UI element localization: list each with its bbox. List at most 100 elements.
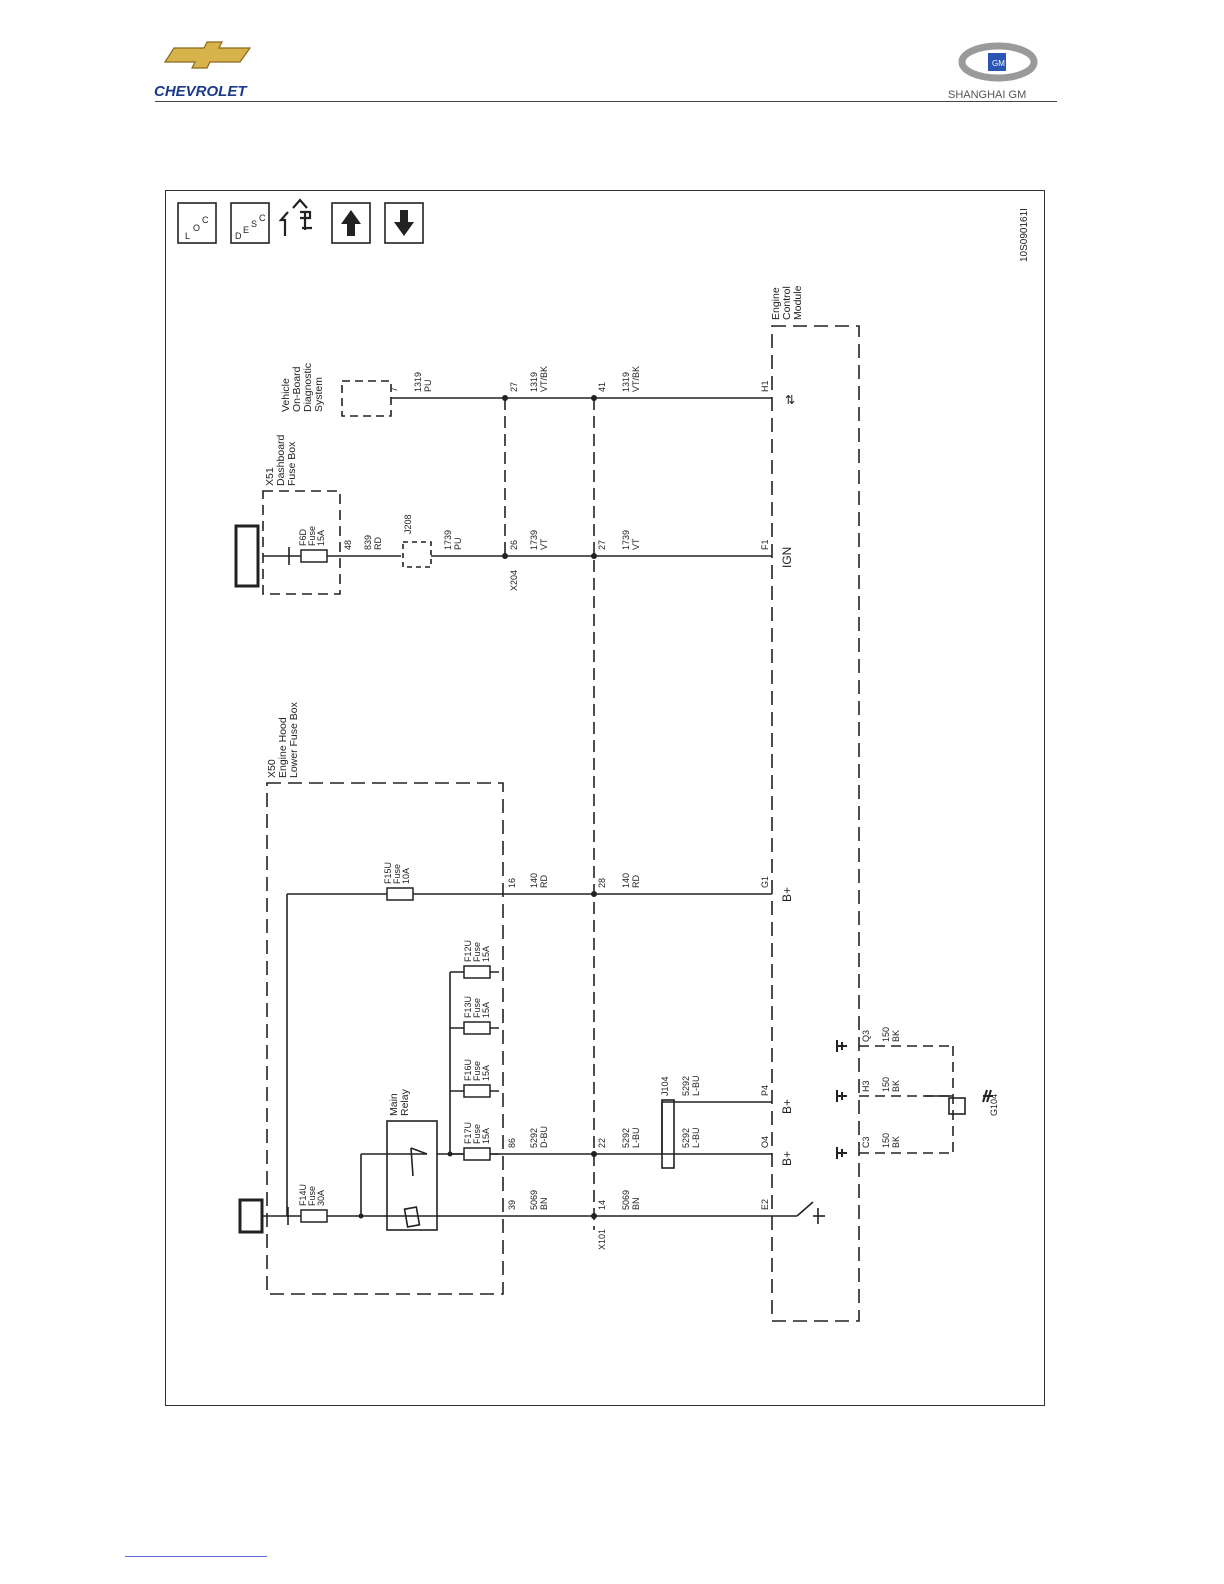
fuse-f17u[interactable] [463,1147,491,1161]
pin-e2: E2 [760,1199,770,1210]
x50-fuse-box-outline [266,782,504,1295]
pin-7: 7 [389,387,399,392]
shanghai-gm-wordmark: SHANGHAI GM [948,89,1026,101]
fuse-f16u[interactable] [463,1084,491,1098]
x51-fuse-box-outline [262,490,341,595]
wire-150-c3: 150BK [881,1133,901,1148]
pin-o4: O4 [760,1136,770,1148]
wire-5292-x50: 5292D-BU [529,1126,549,1148]
x204-label: X204 [509,570,519,591]
diagram-frame [165,190,1045,1406]
j104-label: J104 [660,1076,670,1096]
desc-letter-c: C [259,213,266,223]
desc-icon[interactable] [230,202,270,244]
wire-5292-ecm-a: 5292L-BU [621,1127,641,1148]
chevrolet-logo: CHEVROLET [154,41,252,100]
g104-ground-block [948,1097,966,1115]
arrow-up-glyph [341,210,361,236]
wire-1319-vtbk-a: 1319VT/BK [529,366,549,392]
main-relay-body [386,1120,438,1231]
desc-letter-e: E [243,225,249,235]
wire-1739-vt-b: 1739VT [621,530,641,550]
j208-splice [402,541,432,568]
pin-14: 14 [597,1200,607,1210]
main-relay-label: MainRelay [388,1088,411,1116]
fuse-f12u[interactable] [463,965,491,979]
fuse-f6d[interactable] [300,549,328,563]
loc-letter-o: O [193,223,200,233]
fuse-f14u-label: F14UFuse30A [298,1184,326,1206]
pin-86: 86 [507,1138,517,1148]
wire-5292-ecm-c: 5292L-BU [681,1075,701,1096]
wire-5069-ecm: 5069BN [621,1190,641,1210]
j104-splice [661,1099,675,1169]
fuse-f15u-label: F15UFuse10A [383,862,411,884]
pin-26: 26 [509,540,519,550]
h1-bidirectional-arrows: ⇅ [785,393,795,407]
fuse-f13u[interactable] [463,1021,491,1035]
pin-h3: H3 [861,1080,871,1092]
bplus-label: B+ [243,1209,258,1226]
wire-140-x50: 140RD [529,873,549,888]
bplus-source [238,1198,264,1234]
wire-839: 839RD [363,535,383,550]
x101-label: X101 [597,1229,607,1250]
wrench-arrows-icon[interactable] [278,198,312,236]
fuse-f12u-label: F12UFuse15A [463,940,491,962]
fuse-f17u-label: F17UFuse15A [463,1122,491,1144]
gm-badge-text: GM [992,59,1005,68]
wire-1319-pu: 1319PU [413,372,433,392]
pin-28: 28 [597,878,607,888]
loc-letter-c: C [202,215,209,225]
pin-27-x101: 27 [597,540,607,550]
ecm-o4-function: B+ [780,1151,794,1166]
pin-c3: C3 [861,1136,871,1148]
pin-22: 22 [597,1138,607,1148]
fuse-f15u[interactable] [386,887,414,901]
desc-letter-d: D [235,231,242,241]
pin-p4: P4 [760,1085,770,1096]
pin-h1: H1 [760,380,770,392]
ecm-outline [771,325,860,1322]
fuse-f13u-label: F13UFuse15A [463,996,491,1018]
fuse-f16u-label: F16UFuse15A [463,1059,491,1081]
wire-1319-vtbk-b: 1319VT/BK [621,366,641,392]
ecm-p4-function: B+ [780,1099,794,1114]
pin-16: 16 [507,878,517,888]
x50-label: X50Engine HoodLower Fuse Box [266,701,300,778]
wiring-diagram: 10S090161I B+ IGNII/III X50Engine HoodLower… [177,198,1030,1322]
loc-icon[interactable] [177,202,217,244]
pin-41: 41 [597,382,607,392]
obd-system-outline [341,380,392,417]
pin-27-x204: 27 [509,382,519,392]
x51-label: X51DashboardFuse Box [264,434,298,486]
loc-letter-l: L [185,231,190,241]
pin-q3: Q3 [861,1030,871,1042]
main-relay-coil [403,1206,421,1228]
arrow-down-glyph [394,210,414,236]
pin-39: 39 [507,1200,517,1210]
wire-150-q3: 150BK [881,1027,901,1042]
ecm-g1-function: B+ [780,887,794,902]
ign-source [234,524,260,588]
chevrolet-wordmark: CHEVROLET [154,83,248,100]
ecm-label: EngineControlModule [770,285,804,320]
footer-link-line [125,1556,267,1557]
wire-5069-x50: 5069BN [529,1190,549,1210]
wire-140-ecm: 140RD [621,873,641,888]
ecm-f1-function: IGN [780,547,794,568]
ign-label: IGNII/III [241,539,255,580]
pin-g1: G1 [760,876,770,888]
g104-label: G104 [989,1094,999,1116]
obd-label: VehicleOn-BoardDiagnosticSystem [280,363,325,412]
pin-f1: F1 [760,539,770,550]
wire-1739-pu: 1739PU [443,530,463,550]
shanghai-gm-logo: GM SHANGHAI GM [948,42,1038,101]
pin-48: 48 [343,540,353,550]
fuse-f14u[interactable] [300,1209,328,1223]
wire-1739-vt-a: 1739VT [529,530,549,550]
wire-5292-ecm-b: 5292L-BU [681,1127,701,1148]
j208-label: J208 [403,514,413,534]
diagram-id: 10S090161I [1019,208,1030,262]
fuse-f6d-label: F6DFuse15A [298,526,326,546]
